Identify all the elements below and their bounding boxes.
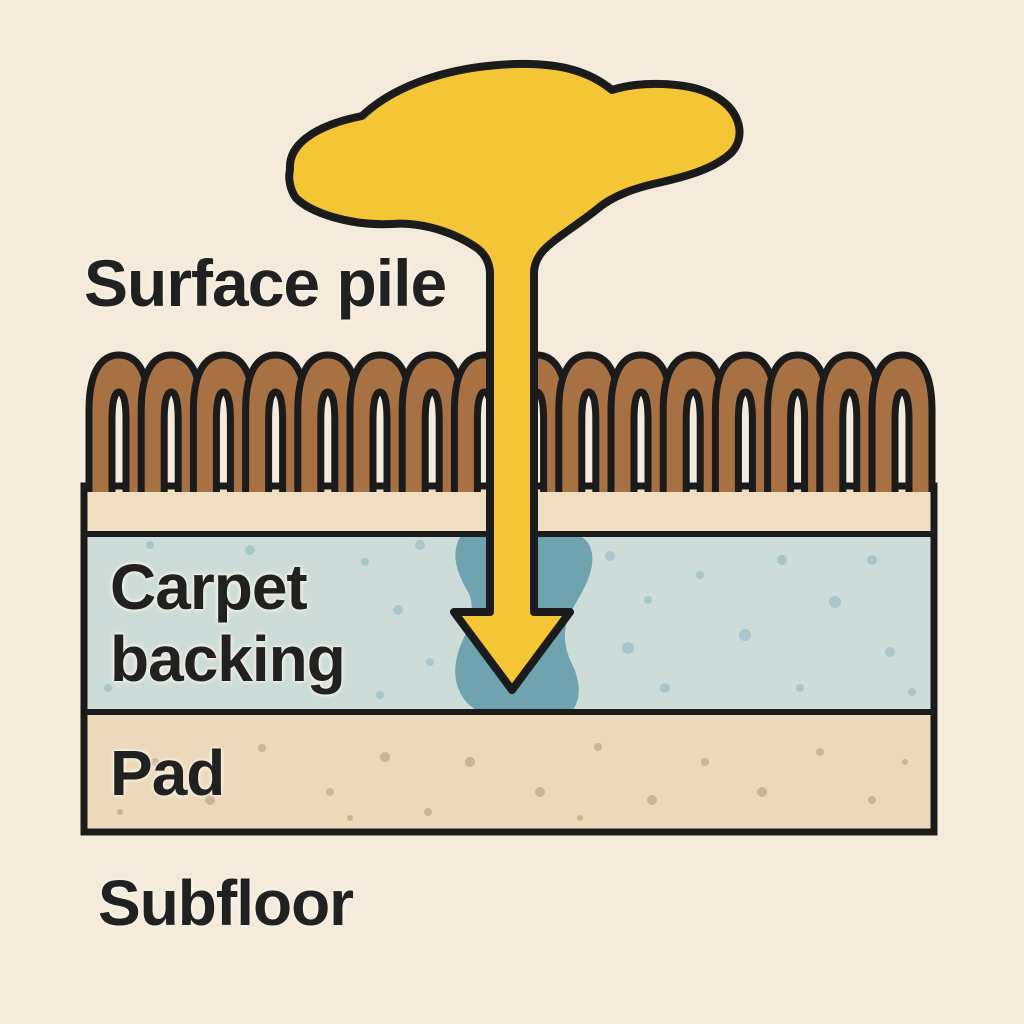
label-carpet-backing: Carpet backing bbox=[110, 551, 346, 695]
speckle-dot bbox=[577, 815, 583, 821]
speckle-dot bbox=[347, 815, 353, 821]
pad-speckles bbox=[117, 743, 908, 821]
speckle-dot bbox=[151, 758, 159, 766]
speckle-dot bbox=[326, 788, 334, 796]
speckle-dot bbox=[380, 752, 390, 762]
speckle-dot bbox=[867, 555, 877, 565]
speckle-dot bbox=[415, 540, 425, 550]
label-surface-pile: Surface pile bbox=[84, 246, 447, 320]
speckle-dot bbox=[647, 795, 657, 805]
speckle-dot bbox=[426, 658, 434, 666]
speckle-dot bbox=[908, 688, 916, 696]
speckle-dot bbox=[885, 647, 895, 657]
speckle-dot bbox=[117, 809, 123, 815]
speckle-dot bbox=[739, 629, 751, 641]
pile-loop bbox=[868, 351, 936, 492]
speckle-dot bbox=[205, 795, 215, 805]
speckle-dot bbox=[424, 808, 432, 816]
speckle-dot bbox=[644, 596, 652, 604]
label-pad: Pad bbox=[110, 737, 225, 809]
speckle-dot bbox=[701, 758, 709, 766]
speckle-dot bbox=[104, 684, 112, 692]
speckle-dot bbox=[245, 545, 255, 555]
carpet-pile-fibers bbox=[85, 351, 936, 492]
speckle-dot bbox=[696, 571, 704, 579]
speckle-dot bbox=[376, 691, 384, 699]
speckle-dot bbox=[535, 787, 545, 797]
spill-down-arrow-icon bbox=[285, 59, 744, 694]
speckle-dot bbox=[146, 541, 154, 549]
speckle-dot bbox=[902, 759, 908, 765]
speckle-dot bbox=[622, 642, 634, 654]
label-subfloor: Subfloor bbox=[98, 867, 354, 939]
speckle-dot bbox=[594, 743, 602, 751]
speckle-dot bbox=[361, 558, 369, 566]
speckle-dot bbox=[465, 757, 475, 767]
pile-loop bbox=[85, 351, 153, 492]
speckle-dot bbox=[868, 796, 876, 804]
pile-loop bbox=[242, 351, 310, 492]
speckle-dot bbox=[816, 748, 824, 756]
speckle-dot bbox=[660, 683, 670, 693]
speckle-dot bbox=[796, 684, 804, 692]
speckle-dot bbox=[777, 555, 787, 565]
backing-speckles bbox=[104, 540, 916, 699]
speckle-dot bbox=[258, 744, 266, 752]
speckle-dot bbox=[829, 596, 841, 608]
speckle-dot bbox=[605, 551, 615, 561]
pad-layer bbox=[84, 712, 934, 832]
speckle-dot bbox=[393, 605, 403, 615]
speckle-dot bbox=[757, 787, 767, 797]
